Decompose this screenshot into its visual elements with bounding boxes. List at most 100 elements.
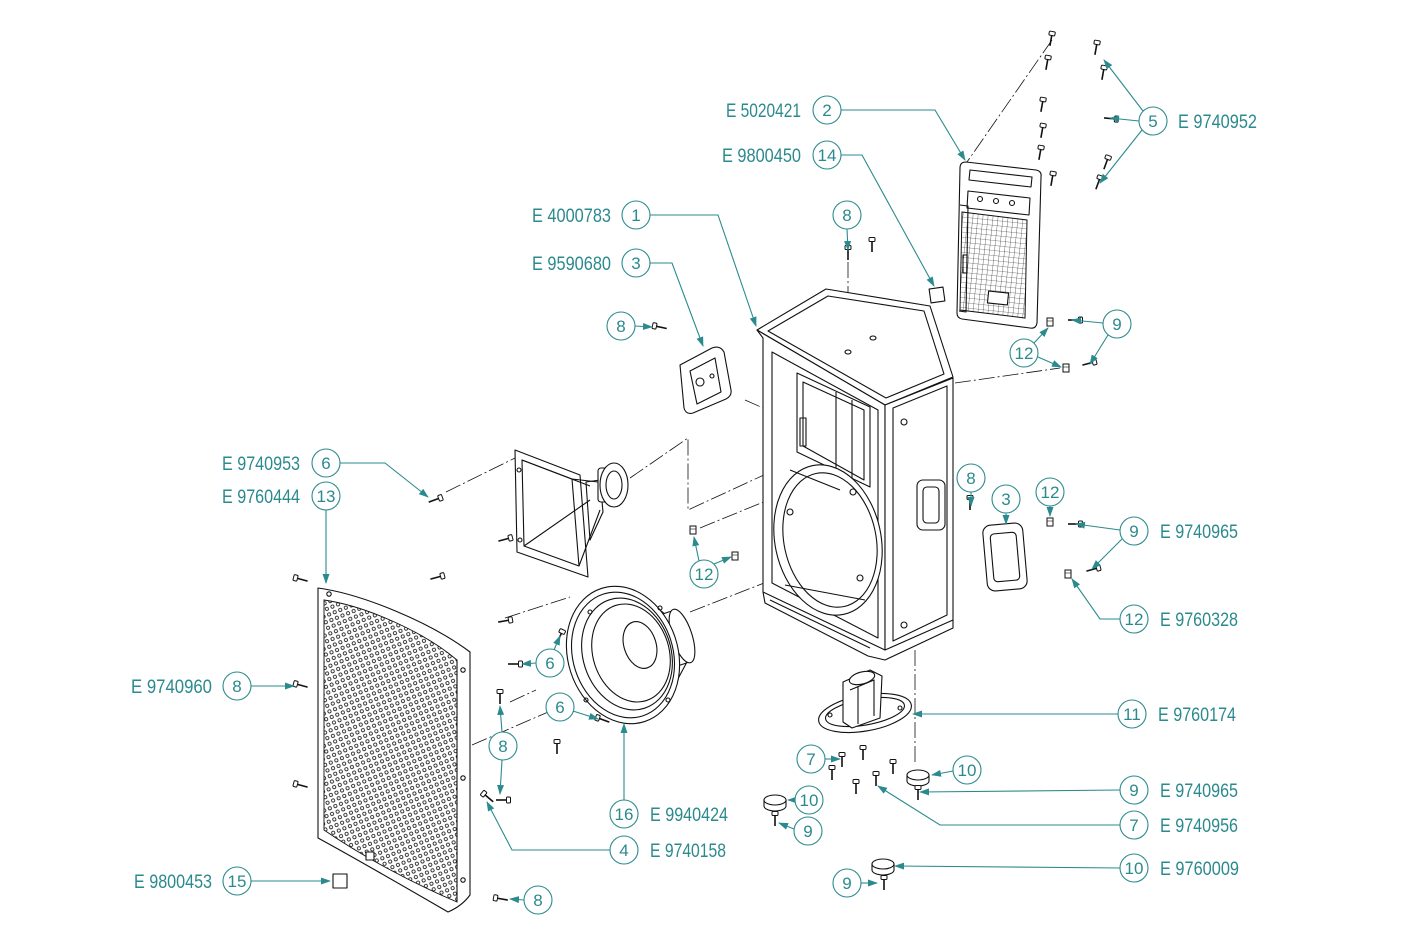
- screw: [1092, 173, 1105, 192]
- callout-number: 12: [1041, 483, 1060, 502]
- callout-number: 3: [631, 254, 640, 273]
- screw: [1084, 563, 1102, 575]
- part-code: E 5020421: [726, 101, 801, 122]
- callout-5: 5 E 9740952: [1099, 59, 1257, 184]
- part-code: E 9940424: [650, 805, 728, 826]
- callout-8: 8: [488, 705, 518, 795]
- callout-number: 1: [631, 206, 640, 225]
- screw: [426, 493, 445, 506]
- callout-9: 9 E 9740965: [919, 775, 1238, 805]
- screw: [492, 893, 510, 904]
- callout-number: 8: [232, 677, 241, 696]
- callout-12: 12: [1009, 327, 1062, 368]
- callout-12: 12 E 9760328: [1071, 578, 1238, 634]
- callout-8: 8: [956, 463, 986, 507]
- screw: [880, 874, 888, 891]
- part-code: E 9590680: [532, 254, 611, 275]
- callout-7: 7: [796, 744, 841, 774]
- screw: [1091, 39, 1102, 57]
- handle-left: [679, 346, 732, 414]
- callout-number: 7: [806, 750, 815, 769]
- callout-1: 1 E 4000783: [532, 200, 757, 327]
- callout-number: 12: [1015, 344, 1034, 363]
- screw: [1042, 54, 1053, 72]
- handle-right: [982, 522, 1028, 592]
- screw: [292, 573, 310, 585]
- callout-10: 10: [931, 755, 982, 785]
- callout-11: 11 E 9760174: [912, 699, 1236, 729]
- callout-4: 4 E 9740158: [486, 801, 726, 865]
- callout-number: 4: [619, 841, 628, 860]
- callout-8: 8 E 9740960: [131, 671, 295, 701]
- callouts: 2 E 5020421 14 E 9800450 1 E 4000783 3 E…: [131, 59, 1257, 915]
- part-code: E 9740158: [650, 841, 726, 862]
- callout-number: 9: [803, 822, 812, 841]
- screw: [914, 784, 922, 801]
- callout-number: 9: [1129, 781, 1138, 800]
- callout-8: 8: [832, 200, 862, 251]
- callout-number: 16: [615, 805, 634, 824]
- callout-number: 15: [228, 872, 247, 891]
- screw: [496, 533, 514, 545]
- nut: [1064, 569, 1072, 579]
- callout-number: 5: [1148, 112, 1157, 131]
- screw: [859, 744, 867, 761]
- callout-number: 12: [1125, 610, 1144, 629]
- horn-waveguide: [514, 449, 629, 578]
- cabinet: [756, 288, 954, 661]
- screw: [1047, 170, 1058, 188]
- callout-9: 9 E 9740965: [1075, 516, 1238, 570]
- callout-3: 3: [991, 484, 1021, 525]
- screw: [1080, 357, 1098, 369]
- part-code: E 9740953: [222, 454, 300, 475]
- callout-6: 6: [545, 692, 599, 722]
- part-code: E 9740965: [1160, 522, 1238, 543]
- callout-12: 12: [689, 536, 732, 589]
- callout-2: 2 E 5020421: [726, 95, 966, 161]
- screw: [852, 778, 860, 795]
- screw: [507, 660, 524, 668]
- part-code: E 9740960: [131, 677, 212, 698]
- screw: [1037, 96, 1048, 114]
- foot: [763, 794, 787, 812]
- part-code: E 9800450: [722, 146, 801, 167]
- callout-number: 6: [545, 654, 554, 673]
- callout-number: 14: [818, 146, 837, 165]
- callout-10: 10: [787, 785, 824, 815]
- callout-number: 13: [317, 487, 336, 506]
- callout-number: 7: [1129, 816, 1138, 835]
- part-code: E 9760009: [1160, 859, 1239, 880]
- callout-9: 9: [1071, 309, 1132, 365]
- screw: [1100, 153, 1113, 172]
- screw: [872, 770, 880, 787]
- callout-number: 10: [958, 761, 977, 780]
- callout-number: 12: [695, 565, 714, 584]
- nut: [1046, 317, 1054, 327]
- screw: [428, 571, 446, 583]
- callout-number: 8: [616, 317, 625, 336]
- callout-8: 8: [606, 311, 653, 341]
- part-code: E 9740956: [1160, 816, 1238, 837]
- callout-number: 6: [321, 454, 330, 473]
- part-code: E 4000783: [532, 206, 611, 227]
- callout-13: 13 E 9760444: [222, 481, 341, 584]
- callout-number: 6: [555, 698, 564, 717]
- screw: [828, 764, 836, 781]
- nut: [1046, 517, 1054, 527]
- foot: [906, 769, 930, 787]
- screw: [496, 688, 504, 705]
- callout-number: 8: [966, 469, 975, 488]
- callout-number: 10: [800, 791, 819, 810]
- callout-number: 9: [1129, 522, 1138, 541]
- callout-number: 9: [842, 874, 851, 893]
- part-code: E 9740952: [1178, 112, 1257, 133]
- part-code: E 9760444: [222, 487, 300, 508]
- screw: [553, 738, 561, 755]
- callout-10: 10 E 9760009: [894, 853, 1239, 883]
- nut: [731, 551, 739, 561]
- screw: [1035, 144, 1046, 162]
- screw: [889, 758, 897, 775]
- pole-mount-base: [818, 669, 912, 734]
- callout-number: 10: [1125, 859, 1144, 878]
